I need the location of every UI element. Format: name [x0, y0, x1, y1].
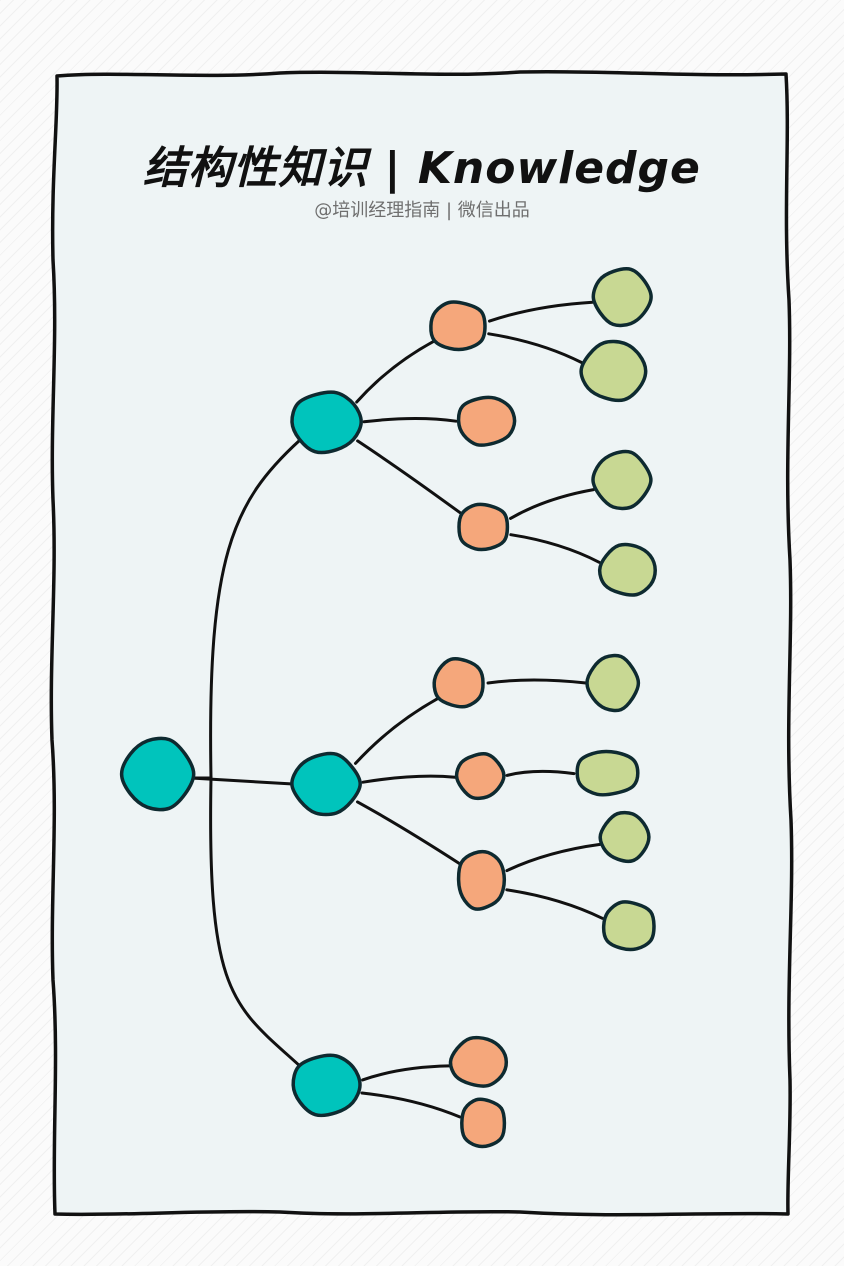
tree-edge	[487, 332, 583, 364]
tree-edge	[505, 842, 602, 873]
tree-edge	[360, 1091, 462, 1119]
subtopic-node	[454, 752, 506, 801]
tree-edge	[488, 300, 594, 323]
tree-edge	[486, 678, 588, 685]
leaf-node	[598, 810, 651, 864]
tree-edge	[505, 769, 576, 777]
tree-edge	[354, 697, 439, 765]
page-subtitle: @培训经理指南 | 微信出品	[314, 200, 530, 221]
tree-edge	[362, 417, 458, 424]
tree-edge	[355, 339, 436, 404]
root-node	[119, 736, 196, 812]
tree-edge	[505, 888, 604, 920]
leaf-node	[585, 653, 641, 713]
leaf-node	[601, 900, 656, 952]
page-title: 结构性知识 | Knowledge	[143, 143, 701, 194]
subtopic-node	[432, 656, 485, 709]
subtopic-node	[456, 395, 517, 447]
subtopic-node	[429, 300, 487, 352]
category-node	[290, 390, 363, 455]
tree-edge	[189, 776, 303, 1069]
tree-edge	[509, 488, 596, 520]
leaf-node	[591, 449, 653, 511]
category-node	[291, 1053, 362, 1118]
subtopic-node	[457, 502, 510, 552]
subtopic-node	[448, 1035, 509, 1088]
tree-edges	[189, 300, 604, 1119]
tree-edge	[356, 800, 462, 866]
leaf-node	[597, 542, 657, 597]
leaf-node	[591, 267, 653, 328]
tree-edge	[189, 438, 302, 780]
leaf-node	[579, 339, 648, 403]
tree-edge	[509, 533, 601, 564]
tree-nodes	[119, 267, 657, 1149]
tree-edge	[361, 774, 457, 784]
subtopic-node	[456, 849, 507, 911]
tree-edge	[356, 439, 463, 515]
tree-edge	[361, 1064, 451, 1082]
subtopic-node	[460, 1097, 507, 1149]
category-node	[290, 751, 362, 817]
leaf-node	[575, 749, 640, 797]
